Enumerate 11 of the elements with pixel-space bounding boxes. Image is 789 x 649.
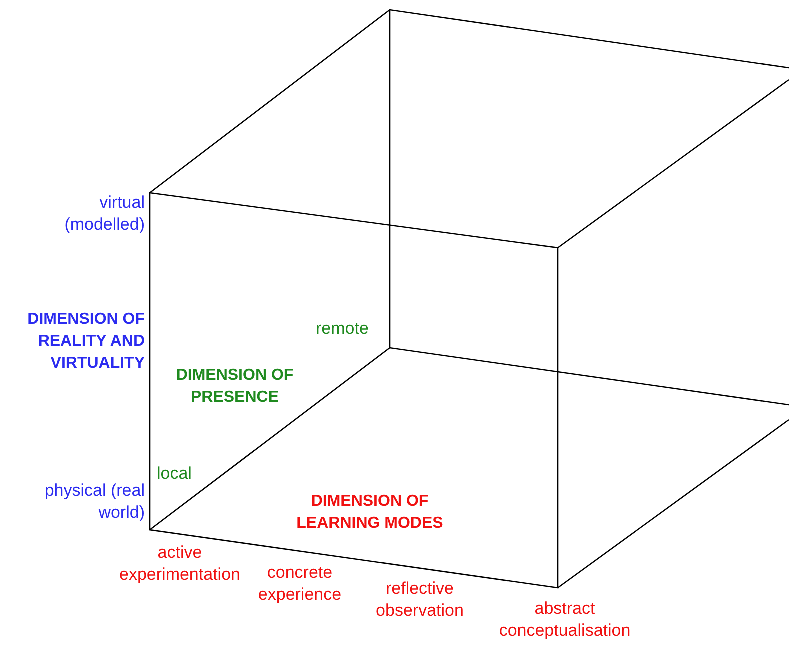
axis-title: DIMENSION OF REALITY AND VIRTUALITY bbox=[26, 310, 145, 374]
axis-value-label: abstract conceptualisation bbox=[498, 598, 632, 642]
axis-title: DIMENSION OF PRESENCE bbox=[175, 366, 295, 408]
axis-value-label: active experimentation bbox=[118, 542, 242, 586]
axis-title: DIMENSION OF LEARNING MODES bbox=[296, 492, 444, 534]
axis-value-label: physical (real world) bbox=[44, 480, 145, 524]
axis-value-label: virtual (modelled) bbox=[64, 192, 145, 236]
axis-value-label: local bbox=[157, 463, 193, 485]
axis-value-label: reflective observation bbox=[375, 578, 465, 622]
axis-value-label: concrete experience bbox=[257, 562, 343, 606]
axis-value-label: remote bbox=[316, 318, 370, 340]
